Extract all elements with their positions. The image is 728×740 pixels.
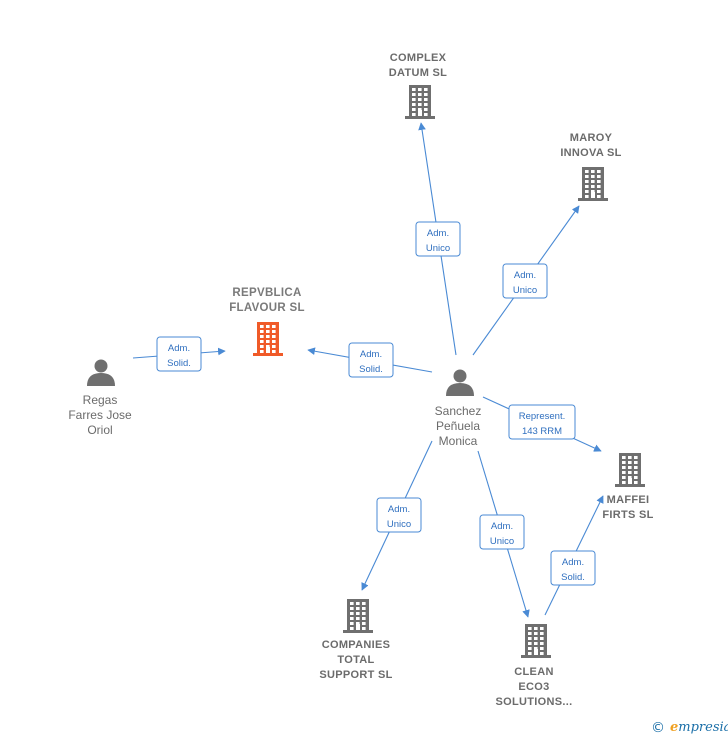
node-repvblica[interactable]: REPVBLICA FLAVOUR SL [229,287,305,356]
node-label-line: FLAVOUR SL [229,302,305,314]
node-label-line: Oriol [87,423,112,437]
person-icon [446,369,474,396]
edge-clean-maffei: Adm. Solid. [544,495,604,616]
edge-label-line: Solid. [561,572,585,583]
nodes-layer: COMPLEX DATUM SL MAROY INNOVA SL REPVBLICA FL… [68,52,653,708]
edge-label[interactable]: Adm. Unico [502,263,548,299]
edge-label[interactable]: Adm. Unico [376,497,422,533]
edge-label-box [376,497,422,533]
node-label-line: COMPANIES [322,639,391,651]
node-label-line: MAFFEI [607,494,650,506]
building-icon [521,624,551,658]
building-icon [405,85,435,119]
edge-label-box [479,514,525,550]
node-label-line: Monica [439,434,478,448]
edge-label-line: Adm. [562,557,584,568]
node-label-line: CLEAN [514,666,553,678]
edge-label-line: Solid. [359,364,383,375]
node-label-line: Farres Jose [68,408,132,422]
node-companies[interactable]: COMPANIES TOTAL SUPPORT SL [319,599,392,681]
edge-label-box [550,550,596,586]
node-complex[interactable]: COMPLEX DATUM SL [389,52,447,119]
node-label-line: REPVBLICA [232,287,301,299]
edge-label-box [348,342,394,378]
edge-label-box [156,336,202,372]
edge-label-line: Adm. [491,521,513,532]
edge-sanchez-repvblica: Adm. Solid. [307,342,433,378]
edge-label-line: Adm. [427,228,449,239]
node-label-line: ECO3 [518,681,549,693]
node-maroy[interactable]: MAROY INNOVA SL [560,132,621,201]
edge-label-line: 143 RRM [522,426,562,437]
node-label-line: SOLUTIONS... [496,696,573,708]
edge-label-box [502,263,548,299]
edge-label[interactable]: Represent. 143 RRM [508,404,576,440]
edge-sanchez-maffei: Represent. 143 RRM [482,396,602,452]
edge-label[interactable]: Adm. Solid. [550,550,596,586]
edge-label[interactable]: Adm. Solid. [348,342,394,378]
edge-label-line: Unico [490,536,514,547]
building-icon [253,322,283,356]
edge-label-box [508,404,576,440]
edge-label-line: Adm. [360,349,382,360]
copyright-symbol: © [651,720,665,736]
edge-regas-repvblica: Adm. Solid. [132,336,226,372]
edge-label[interactable]: Adm. Unico [479,514,525,550]
edge-sanchez-maroy: Adm. Unico [472,205,580,356]
edge-label-line: Represent. [519,411,565,422]
edge-label-line: Solid. [167,358,191,369]
edge-label[interactable]: Adm. Solid. [156,336,202,372]
node-label-line: Sanchez [435,404,482,418]
node-label-line: FIRTS SL [602,509,653,521]
edge-label-line: Unico [387,519,411,530]
node-label-line: COMPLEX [390,52,447,64]
node-label-line: Regas [83,393,118,407]
building-icon [578,167,608,201]
node-label-line: TOTAL [337,654,374,666]
building-icon [343,599,373,633]
edge-sanchez-complex: Adm. Unico [415,122,461,356]
node-label-line: INNOVA SL [560,147,621,159]
node-label-line: DATUM SL [389,67,447,79]
edge-label-line: Adm. [388,504,410,515]
building-icon [615,453,645,487]
node-maffei[interactable]: MAFFEI FIRTS SL [602,453,653,521]
brand-rest: mpresia [678,720,728,735]
person-icon [87,359,115,386]
edge-label-line: Adm. [514,270,536,281]
edges-layer: Adm.UnicoAdm.UnicoAdm.Solid.Adm.Solid.Re… [132,122,604,618]
edge-label-line: Unico [513,285,537,296]
node-label-line: Peñuela [436,419,480,433]
edge-label[interactable]: Adm. Unico [415,221,461,257]
node-label-line: MAROY [570,132,613,144]
node-clean[interactable]: CLEAN ECO3SOLUTIONS... [496,624,573,708]
edge-sanchez-companies: Adm. Unico [361,440,433,591]
edge-label-line: Unico [426,243,450,254]
edge-label-line: Adm. [168,343,190,354]
brand-first-letter: e [670,720,679,735]
edge-sanchez-clean: Adm. Unico [477,450,530,618]
node-label-line: SUPPORT SL [319,669,392,681]
empresia-logo[interactable]: empresia [670,720,728,735]
edge-label-box [415,221,461,257]
